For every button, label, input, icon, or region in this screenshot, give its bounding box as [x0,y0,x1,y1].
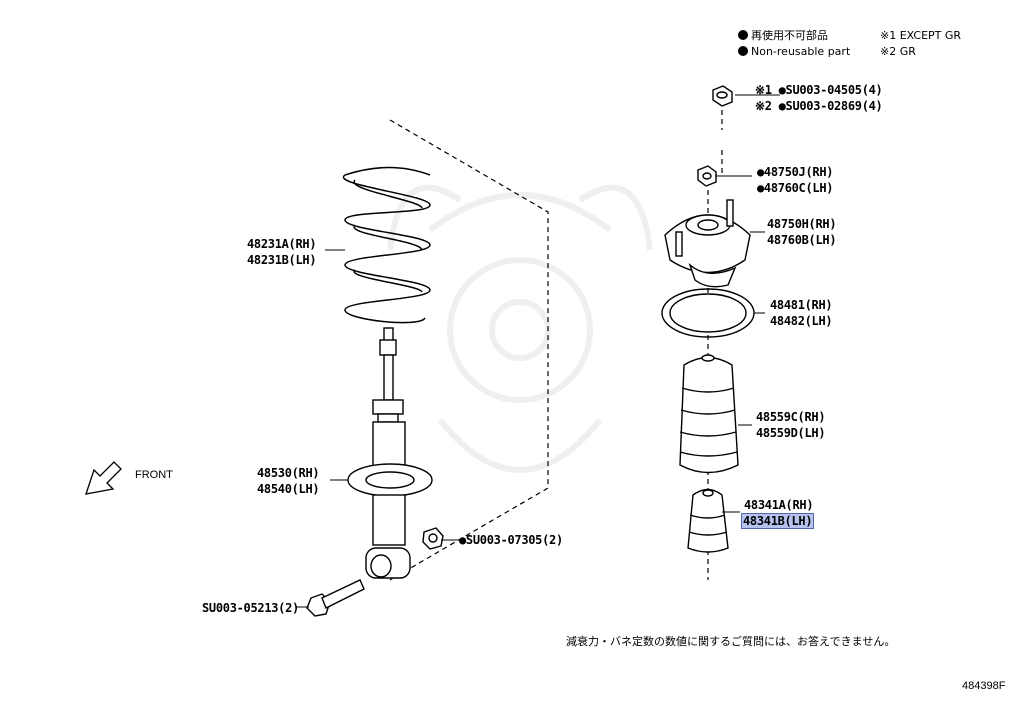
part-label-nut-gr-except: ※1 ●SU003-04505(4) [755,83,883,97]
legend-ja-text: 再使用不可部品 [751,29,828,42]
part-label-spring-lh: 48231B(LH) [247,253,317,267]
part-label-nut-lh: ●48760C(LH) [757,181,834,195]
top-nut [712,85,733,107]
part-label-support-lh: 48760B(LH) [767,233,837,247]
dust-boot [679,354,739,474]
legend-note-2: ※2 GR [880,45,916,58]
bullet-icon [738,46,748,56]
part-label-bumper-rh[interactable]: 48341A(RH) [744,498,814,512]
part-label-bearing-lh: 48482(LH) [770,314,833,328]
highlighted-part-number[interactable]: 48341B(LH) [740,513,815,529]
part-label-spring-rh: 48231A(RH) [247,237,317,251]
legend-en-text: Non-reusable part [751,45,851,58]
support-mount [664,199,751,288]
part-label-nut-rh: ●48750J(RH) [757,165,834,179]
front-arrow-icon [85,461,122,495]
part-label-boot-rh: 48559C(RH) [756,410,826,424]
part-label-boot-lh: 48559D(LH) [756,426,826,440]
bottom-bolt [306,579,365,617]
bottom-nut [422,527,444,550]
legend-nonreusable-ja: 再使用不可部品 [738,28,828,44]
bearing-ring [661,288,755,338]
part-label-bearing-rh: 48481(RH) [770,298,833,312]
part-label-nut-gr: ※2 ●SU003-02869(4) [755,99,883,113]
watermark-emblem [387,184,653,473]
legend-nonreusable-en: Non-reusable part [738,44,850,60]
shock-absorber [347,421,433,579]
bullet-icon [738,30,748,40]
diagram-code: 484398F [962,680,1006,692]
footnote-ja: 減衰力・バネ定数の数値に関するご質問には、お答えできません。 [566,635,896,648]
bump-stopper [687,488,729,553]
small-nut [697,165,717,187]
part-label-nut-bottom: ●SU003-07305(2) [459,533,563,547]
part-label-bumper-lh-highlighted[interactable]: 48341B(LH) [740,513,815,529]
part-label-support-rh: 48750H(RH) [767,217,837,231]
part-label-shock-rh: 48530(RH) [257,466,320,480]
coil-spring [342,166,431,324]
dashed-guide-lines [389,110,723,581]
part-label-bolt: SU003-05213(2) [202,601,299,615]
piston-rod [372,327,404,423]
leader-lines [296,94,780,608]
legend-note-1: ※1 EXCEPT GR [880,29,962,42]
part-label-shock-lh: 48540(LH) [257,482,320,496]
front-label: FRONT [135,469,173,481]
